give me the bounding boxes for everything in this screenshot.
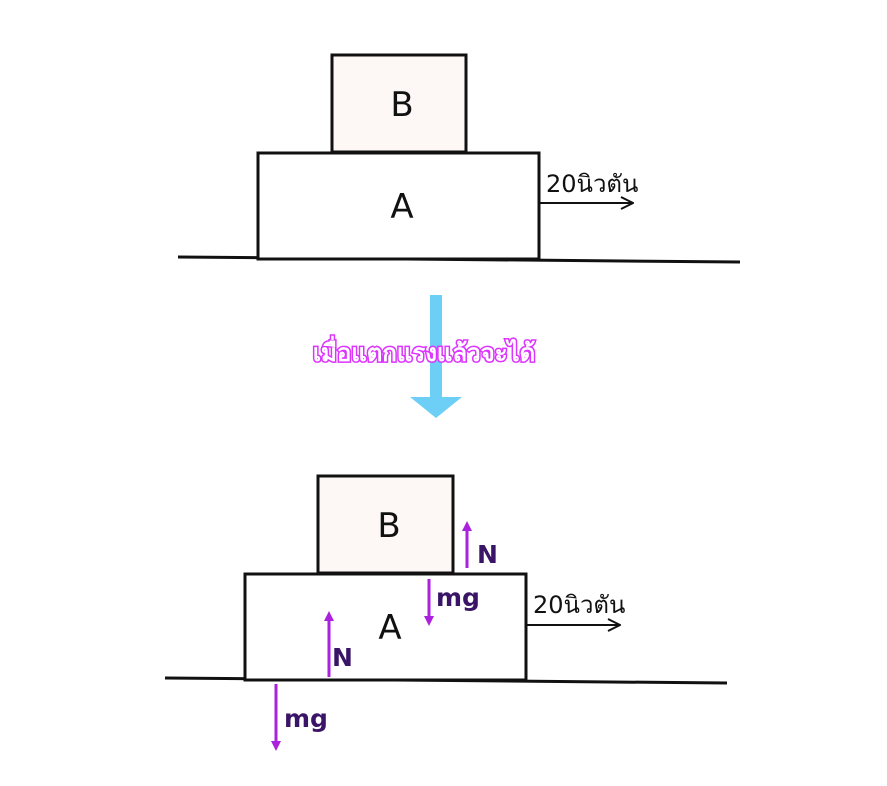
transition-arrow-head [410, 397, 462, 418]
transition-caption: เมื่อแตกแรงแล้วจะได้ [313, 335, 535, 367]
transition-arrow-shaft [430, 295, 442, 400]
normal-on-b-label: N [477, 540, 498, 569]
top-block-a [256, 151, 541, 261]
bottom-block-b-label: B [377, 506, 400, 546]
top-diagram: A B 20นิวตัน [177, 53, 741, 264]
top-block-a-label: A [390, 187, 413, 227]
normal-on-a-label: N [332, 643, 353, 672]
top-block-b [330, 53, 468, 154]
transition: เมื่อแตกแรงแล้วจะได้ [311, 295, 537, 418]
weight-of-a-label: mg [284, 704, 328, 733]
bottom-block-a [243, 572, 528, 682]
top-applied-force-label: 20นิวตัน [546, 170, 638, 198]
bottom-block-a-label: A [378, 608, 401, 648]
top-block-b-label: B [390, 85, 413, 125]
weight-of-b-label: mg [436, 583, 480, 612]
bottom-diagram: A B 20นิวตัน N mg N mg [164, 474, 728, 751]
bottom-block-b [316, 474, 455, 575]
bottom-applied-force-label: 20นิวตัน [533, 591, 625, 619]
